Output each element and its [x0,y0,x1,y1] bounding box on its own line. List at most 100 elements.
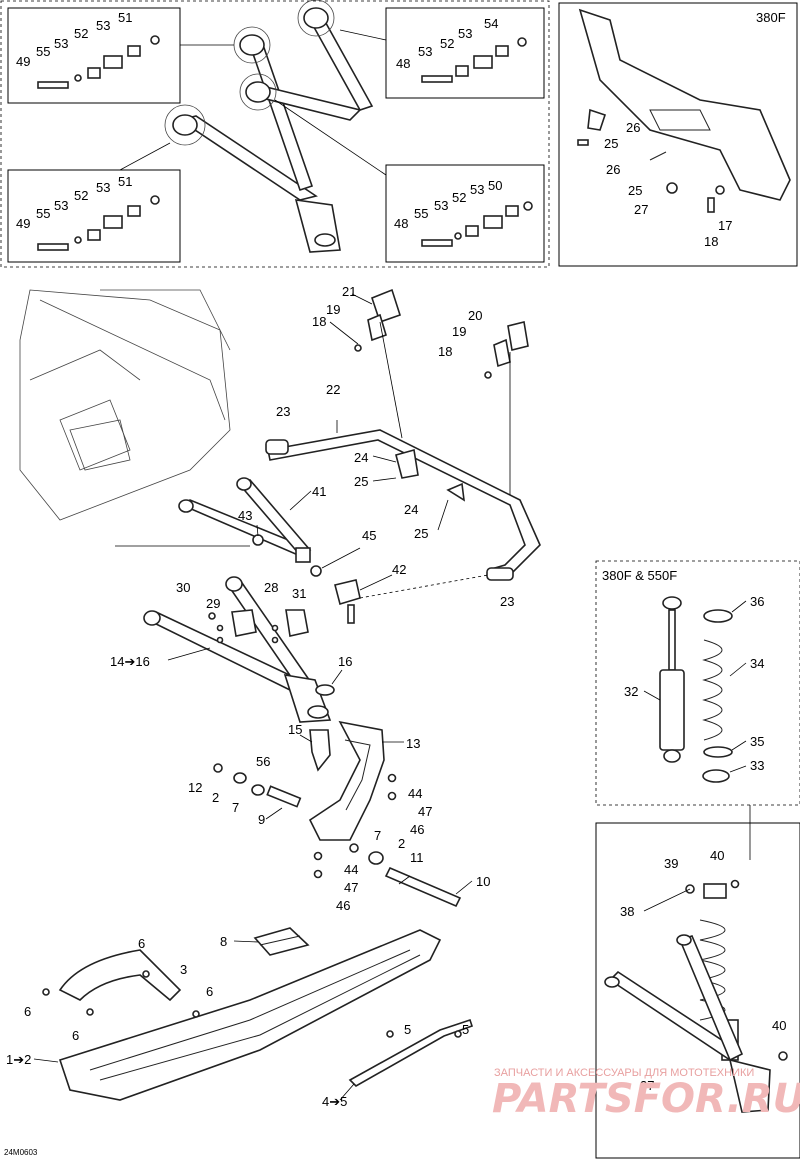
callout-br-50: 50 [488,178,502,193]
callout-bl-49: 49 [16,216,30,231]
callout-bl-55: 55 [36,206,50,221]
callout-m-47a: 47 [418,804,432,819]
callout-tl-51: 51 [118,10,132,25]
callout-bl-53a: 53 [54,198,68,213]
380f-bracket-graphic [577,8,791,213]
callout-m-10: 10 [476,874,490,889]
callout-m-31: 31 [292,586,306,601]
callout-r-17: 17 [718,218,732,233]
callout-tr-53b: 53 [458,26,472,41]
callout-tl-53a: 53 [54,36,68,51]
watermark-logo: PARTSFOR.RU [492,1076,800,1122]
callout-k-1-2: 1➔2 [6,1052,31,1067]
callout-m-25b: 25 [414,526,428,541]
callout-bl-51: 51 [118,174,132,189]
callout-tr-48: 48 [396,56,410,71]
watermark-line1: ЗАПЧАСТИ И АКСЕССУАРЫ ДЛЯ МОТОТЕХНИКИ [494,1067,754,1079]
callout-m-45: 45 [362,528,376,543]
callout-m-23a: 23 [276,404,290,419]
callout-m-22: 22 [326,382,340,397]
a-arm-41-graphic [115,477,489,624]
callout-k-6a: 6 [138,936,145,951]
callout-tl-52: 52 [74,26,88,41]
callout-br-55: 55 [414,206,428,221]
callout-s-33: 33 [750,758,764,773]
callout-tl-53b: 53 [96,18,110,33]
callout-leaders [33,293,747,1101]
diagram-code: 24M0603 [4,1148,38,1157]
callout-k-6c: 6 [24,1004,31,1019]
callout-m-24a: 24 [354,450,368,465]
vehicle-frame-graphic [19,289,231,521]
a-arm-14-16-graphic [143,576,335,723]
callout-br-53b: 53 [470,182,484,197]
callout-m-24b: 24 [404,502,418,517]
callout-s-34: 34 [750,656,764,671]
callout-s-39: 39 [664,856,678,871]
callout-r-25a: 25 [604,136,618,151]
callout-r-26b: 26 [606,162,620,177]
callout-m-11: 11 [410,850,424,865]
callout-k-4-5: 4➔5 [322,1094,347,1109]
callout-br-53a: 53 [434,198,448,213]
callout-m-7b: 7 [374,828,381,843]
callout-m-29: 29 [206,596,220,611]
callout-tr-52: 52 [440,36,454,51]
shock-a-arm-graphic [604,805,788,1113]
callout-m-42: 42 [392,562,406,577]
callout-k-5b: 5 [404,1022,411,1037]
callout-m-18b: 18 [438,344,452,359]
callout-m-43: 43 [238,508,252,523]
callout-r-26a: 26 [626,120,640,135]
callout-m-12: 12 [188,780,202,795]
section-label-380f-550f: 380F & 550F [602,568,677,583]
watermark: ЗАПЧАСТИ И АКСЕССУАРЫ ДЛЯ МОТОТЕХНИКИ PA… [492,1067,800,1122]
spindle-13-graphic [213,720,462,908]
callout-m-19b: 19 [452,324,466,339]
callout-br-48: 48 [394,216,408,231]
callout-s-38: 38 [620,904,634,919]
callout-m-30: 30 [176,580,190,595]
bushing-kit-graphics [37,35,533,251]
callout-m-41: 41 [312,484,326,499]
sway-bar-graphic [265,288,541,581]
callout-m-46b: 46 [336,898,350,913]
callout-s-37: 37 [640,1078,654,1093]
callout-r-27: 27 [634,202,648,217]
callout-m-44a: 44 [408,786,422,801]
callout-m-46a: 46 [410,822,424,837]
callout-m-44b: 44 [344,862,358,877]
callout-k-5a: 5 [462,1022,469,1037]
callout-s-35: 35 [750,734,764,749]
callout-r-25b: 25 [628,183,642,198]
callout-m-47b: 47 [344,880,358,895]
upper-a-arms-assembly [119,0,387,253]
callout-tr-53a: 53 [418,44,432,59]
callout-k-6b: 6 [206,984,213,999]
callout-k-6d: 6 [72,1028,79,1043]
callout-m-18a: 18 [312,314,326,329]
callout-bl-53b: 53 [96,180,110,195]
callout-s-32: 32 [624,684,638,699]
callout-m-25a: 25 [354,474,368,489]
callout-m-16: 16 [338,654,352,669]
callout-m-15: 15 [288,722,302,737]
callout-m-19a: 19 [326,302,340,317]
callout-s-40b: 40 [772,1018,786,1033]
callout-bl-52: 52 [74,188,88,203]
callout-m-28: 28 [264,580,278,595]
callout-m-7a: 7 [232,800,239,815]
callout-s-40a: 40 [710,848,724,863]
callout-s-36: 36 [750,594,764,609]
callout-m-56: 56 [256,754,270,769]
ski-graphic [42,927,474,1101]
callout-br-52: 52 [452,190,466,205]
callout-m-2b: 2 [398,836,405,851]
callout-m-23b: 23 [500,594,514,609]
shock-absorber-graphic [659,596,733,783]
callout-m-13: 13 [406,736,420,751]
callout-tl-49: 49 [16,54,30,69]
callout-m-9: 9 [258,812,265,827]
callout-k-8: 8 [220,934,227,949]
